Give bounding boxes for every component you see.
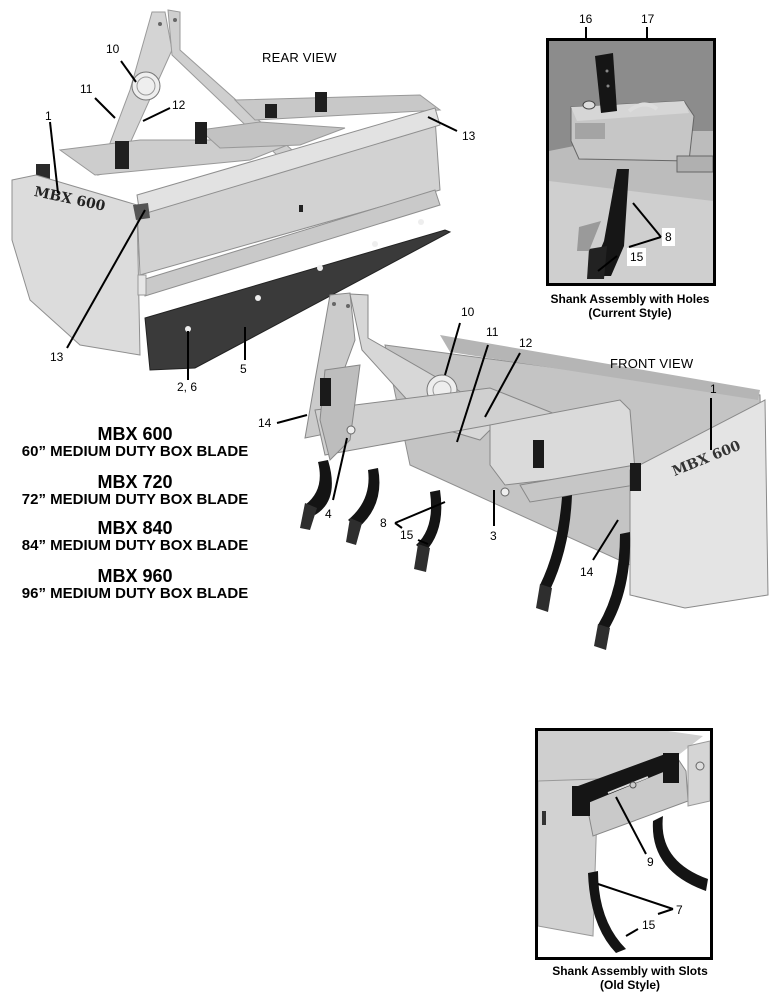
rear-callout-12: 12 — [172, 98, 186, 112]
front-callout-8: 8 — [380, 516, 387, 530]
rear-callout-10: 10 — [106, 42, 120, 56]
front-callout-3: 3 — [490, 529, 497, 543]
rear-view-label: REAR VIEW — [262, 50, 337, 65]
inset-holes-inner-leaders — [597, 202, 662, 272]
rear-callout-13-left: 13 — [50, 350, 64, 364]
front-callout-12: 12 — [519, 336, 533, 350]
rear-view-illustration: MBX 600 — [0, 0, 500, 380]
model-entry-mbx960: MBX 960 96” MEDIUM DUTY BOX BLADE — [0, 566, 270, 602]
model-description: 84” MEDIUM DUTY BOX BLADE — [21, 537, 249, 554]
rear-callout-1: 1 — [45, 109, 52, 123]
rear-view-leader-lines — [49, 60, 458, 380]
inset-holes-frame: 8 15 — [546, 38, 716, 286]
front-callout-15: 15 — [400, 528, 414, 542]
inset-holes-callout-16: 16 — [579, 12, 593, 26]
front-callout-10: 10 — [461, 305, 475, 319]
model-name: MBX 600 — [97, 424, 173, 444]
model-description: 60” MEDIUM DUTY BOX BLADE — [21, 443, 249, 460]
model-name: MBX 720 — [97, 472, 173, 492]
inset-slots-callout-15: 15 — [642, 918, 656, 932]
front-callout-14-right: 14 — [580, 565, 594, 579]
rear-callout-5: 5 — [240, 362, 247, 376]
rear-callout-11: 11 — [80, 82, 93, 96]
inset-slots-callout-7: 7 — [676, 903, 683, 917]
inset-holes-caption-line2: (Current Style) — [588, 306, 672, 320]
model-entry-mbx840: MBX 840 84” MEDIUM DUTY BOX BLADE — [0, 518, 270, 554]
model-description: 72” MEDIUM DUTY BOX BLADE — [21, 491, 249, 508]
inset-holes-callout-15: 15 — [627, 248, 647, 266]
inset-slots-caption-line1: Shank Assembly with Slots — [552, 964, 708, 978]
rear-callout-13-right: 13 — [462, 129, 476, 143]
rear-callout-2-6: 2, 6 — [177, 380, 198, 394]
model-name: MBX 960 — [97, 566, 173, 586]
shank-holes-photo — [549, 41, 713, 283]
inset-slots-frame: 9 7 15 — [535, 728, 713, 960]
front-callout-11: 11 — [486, 325, 499, 339]
front-view-leader-lines — [276, 322, 712, 561]
front-callout-1: 1 — [710, 382, 717, 396]
model-name: MBX 840 — [97, 518, 173, 538]
inset-holes-caption-line1: Shank Assembly with Holes — [550, 292, 710, 306]
inset-holes-callout-17: 17 — [641, 12, 655, 26]
front-callout-4: 4 — [325, 507, 332, 521]
inset-slots-callout-9: 9 — [647, 855, 654, 869]
inset-slots-caption: Shank Assembly with Slots (Old Style) — [520, 964, 740, 992]
model-entry-mbx600: MBX 600 60” MEDIUM DUTY BOX BLADE — [0, 424, 270, 460]
front-view-label: FRONT VIEW — [610, 356, 694, 371]
model-entry-mbx720: MBX 720 72” MEDIUM DUTY BOX BLADE — [0, 472, 270, 508]
rear-view-box-blade-image — [11, 9, 452, 371]
front-callout-14-left: 14 — [258, 416, 272, 430]
model-description: 96” MEDIUM DUTY BOX BLADE — [21, 585, 249, 602]
inset-holes-callout-8: 8 — [662, 228, 675, 246]
inset-slots-caption-line2: (Old Style) — [599, 978, 660, 992]
shank-slots-photo — [538, 731, 710, 957]
inset-slots-inner-leaders — [597, 796, 674, 937]
inset-holes-caption: Shank Assembly with Holes (Current Style… — [530, 292, 730, 320]
